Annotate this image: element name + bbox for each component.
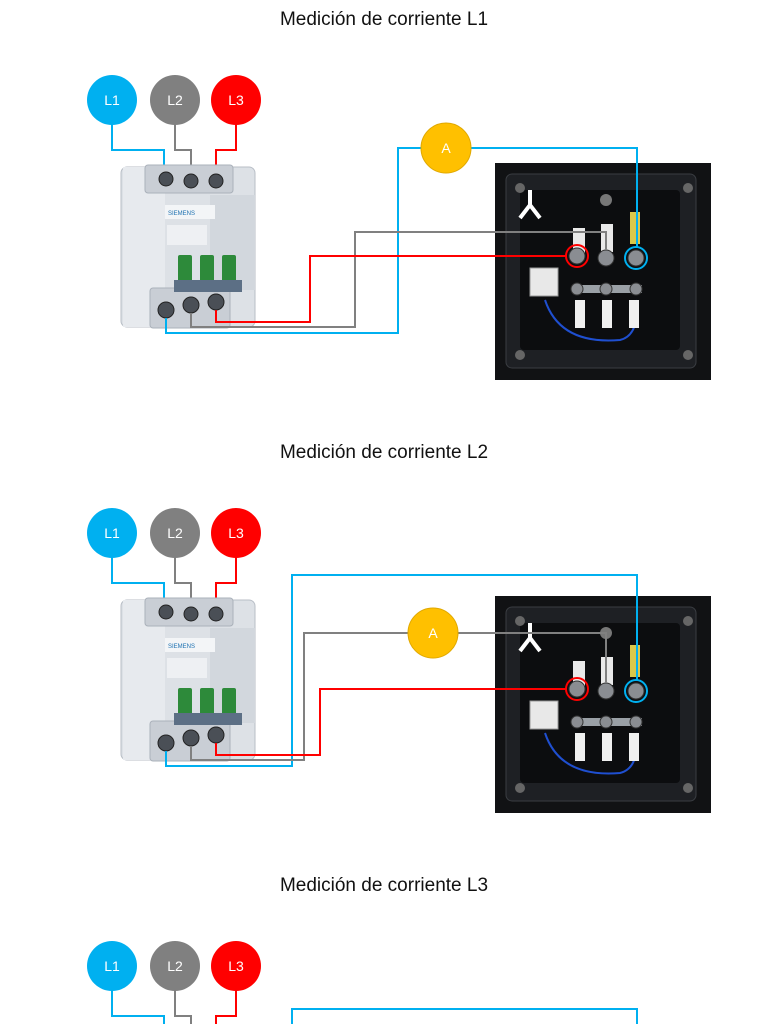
phase-l3-node: [211, 75, 261, 125]
circuit-breaker: [120, 164, 256, 329]
circuit-breaker: [120, 597, 256, 762]
phase-l3-label: L3: [228, 92, 244, 108]
diagram-section-l3: L1 L2 L3: [87, 941, 638, 1024]
section-title-l1: Medición de corriente L1: [279, 9, 489, 30]
phase-l1-label: L1: [104, 92, 120, 108]
motor-terminal-box: [493, 161, 713, 382]
section-title-l2: Medición de corriente L2: [279, 442, 489, 463]
motor-terminal-box: [493, 594, 713, 815]
phase-l3-node: [211, 941, 261, 991]
ammeter-label: A: [428, 625, 438, 641]
phase-l1-node: [87, 508, 137, 558]
section-title-l3: Medición de corriente L3: [279, 875, 489, 896]
phase-l1-label: L1: [104, 525, 120, 541]
ammeter-node: [407, 607, 459, 659]
phase-l2-node: [150, 941, 200, 991]
phase-l2-label: L2: [167, 92, 183, 108]
phase-l2-node: [150, 508, 200, 558]
phase-l1-label: L1: [104, 958, 120, 974]
diagram-section-l2: L1 L2 L3 A: [87, 508, 713, 815]
phase-l3-node: [211, 508, 261, 558]
phase-l2-label: L2: [167, 958, 183, 974]
ammeter-node: [420, 122, 472, 174]
phase-l3-label: L3: [228, 958, 244, 974]
phase-l2-label: L2: [167, 525, 183, 541]
phase-l1-node: [87, 941, 137, 991]
phase-l1-node: [87, 75, 137, 125]
diagram-section-l1: L1 L2 L3 A: [87, 75, 713, 382]
phase-l2-node: [150, 75, 200, 125]
ammeter-label: A: [441, 140, 451, 156]
phase-l3-label: L3: [228, 525, 244, 541]
